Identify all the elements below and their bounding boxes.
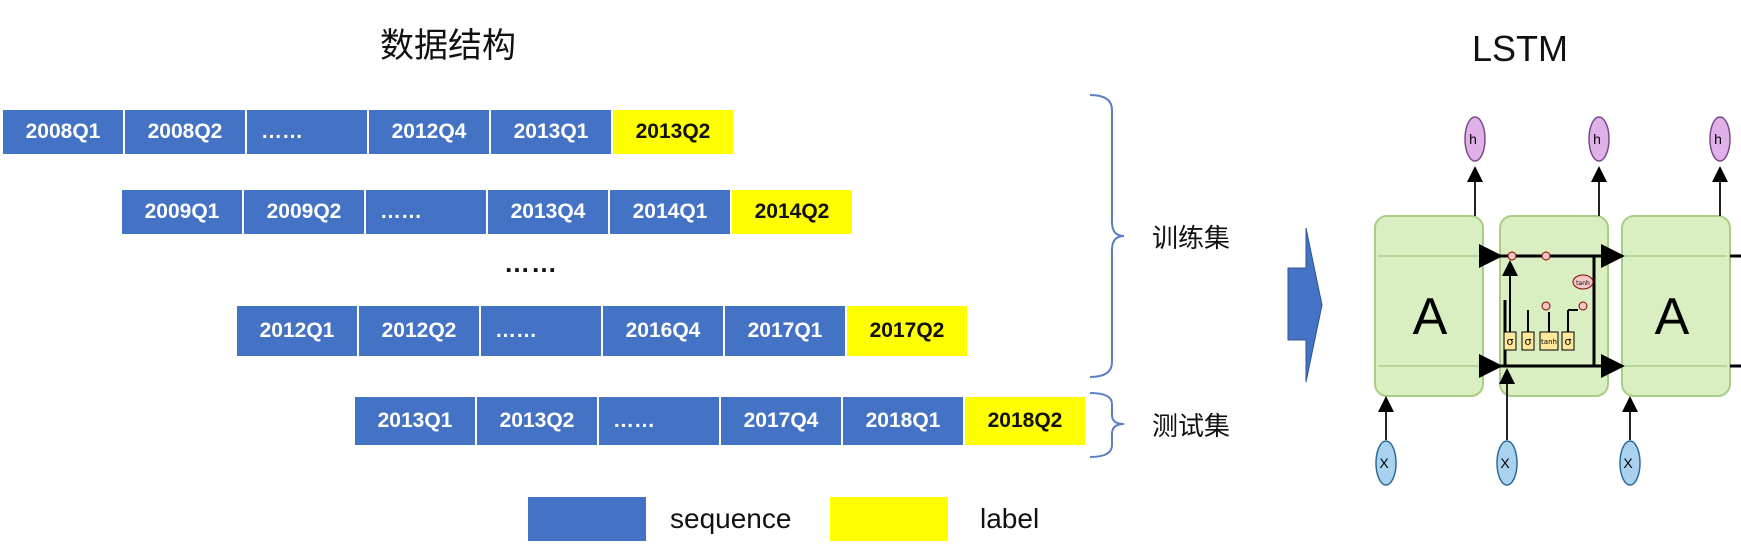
sequence-cell: 2009Q2	[244, 190, 366, 234]
training-sample-row-1: 2008Q1 2008Q2 …… 2012Q4 2013Q1 2013Q2	[3, 110, 733, 154]
svg-text:X: X	[1623, 455, 1633, 471]
label-cell: 2017Q2	[847, 306, 967, 356]
training-sample-row-2: 2009Q1 2009Q2 …… 2013Q4 2014Q1 2014Q2	[122, 190, 852, 234]
legend-label-label: label	[980, 503, 1040, 534]
sequence-cell: 2009Q1	[122, 190, 244, 234]
input-node-x-t-minus-1	[1375, 440, 1397, 486]
legend-sequence-swatch	[528, 497, 646, 541]
sequence-cell: 2014Q1	[610, 190, 732, 234]
svg-text:tanh: tanh	[1541, 338, 1557, 346]
train-brace	[1089, 94, 1125, 378]
page-title: 数据结构	[380, 26, 516, 66]
lstm-title: LSTM	[1472, 28, 1569, 69]
label-cell: 2013Q2	[613, 110, 733, 154]
label-cell: 2018Q2	[965, 397, 1085, 445]
pointwise-multiply-1	[1507, 251, 1517, 261]
train-set-label: 训练集	[1152, 224, 1231, 254]
sequence-cell: 2013Q1	[491, 110, 613, 154]
sequence-cell: 2017Q4	[721, 397, 843, 445]
svg-text:h: h	[1714, 131, 1722, 147]
sequence-cell: 2017Q1	[725, 306, 847, 356]
svg-text:tanh: tanh	[1576, 280, 1590, 287]
label-cell: 2014Q2	[732, 190, 852, 234]
output-node-h-t	[1588, 116, 1610, 162]
sequence-cell: 2012Q1	[237, 306, 359, 356]
input-node-x-t-plus-1	[1619, 440, 1641, 486]
svg-text:X: X	[1379, 455, 1389, 471]
sequence-cell: 2013Q1	[355, 397, 477, 445]
pointwise-tanh	[1572, 274, 1594, 290]
sequence-ellipsis-cell: ……	[599, 397, 721, 445]
input-node-x-t	[1496, 440, 1518, 486]
sequence-ellipsis-cell: ……	[247, 110, 369, 154]
output-node-h-t-minus-1	[1464, 116, 1486, 162]
legend-sequence-label: sequence	[670, 503, 792, 534]
pointwise-multiply-3	[1541, 301, 1551, 311]
sequence-cell: 2013Q4	[488, 190, 610, 234]
pointwise-multiply-2	[1541, 251, 1551, 261]
sequence-cell: 2008Q2	[125, 110, 247, 154]
sequence-ellipsis-cell: ……	[366, 190, 488, 234]
sequence-cell: 2012Q4	[369, 110, 491, 154]
sequence-cell: 2008Q1	[3, 110, 125, 154]
sequence-cell: 2018Q1	[843, 397, 965, 445]
lstm-block-letter-left: A	[1413, 288, 1448, 346]
test-set-label: 测试集	[1152, 412, 1231, 442]
svg-text:σ: σ	[1525, 335, 1532, 348]
output-node-h-t-plus-1	[1709, 116, 1731, 162]
svg-text:σ: σ	[1565, 335, 1572, 348]
sequence-cell: 2016Q4	[603, 306, 725, 356]
lstm-block-middle	[1499, 215, 1609, 397]
svg-text:X: X	[1500, 455, 1510, 471]
training-sample-row-3: 2012Q1 2012Q2 …… 2016Q4 2017Q1 2017Q2	[237, 306, 967, 356]
rows-ellipsis: ……	[504, 248, 558, 278]
legend-label-swatch	[830, 497, 948, 541]
lstm-block-right	[1621, 215, 1731, 397]
svg-text:h: h	[1469, 131, 1477, 147]
svg-text:h: h	[1593, 131, 1601, 147]
sequence-cell: 2012Q2	[359, 306, 481, 356]
test-brace	[1089, 392, 1125, 458]
lstm-block-left	[1374, 215, 1484, 397]
sequence-ellipsis-cell: ……	[481, 306, 603, 356]
svg-text:σ: σ	[1507, 335, 1514, 348]
flow-arrow	[1287, 227, 1323, 383]
lstm-block-letter-right: A	[1655, 288, 1690, 346]
sequence-cell: 2013Q2	[477, 397, 599, 445]
pointwise-multiply-4	[1578, 301, 1588, 311]
test-sample-row: 2013Q1 2013Q2 …… 2017Q4 2018Q1 2018Q2	[355, 397, 1085, 445]
